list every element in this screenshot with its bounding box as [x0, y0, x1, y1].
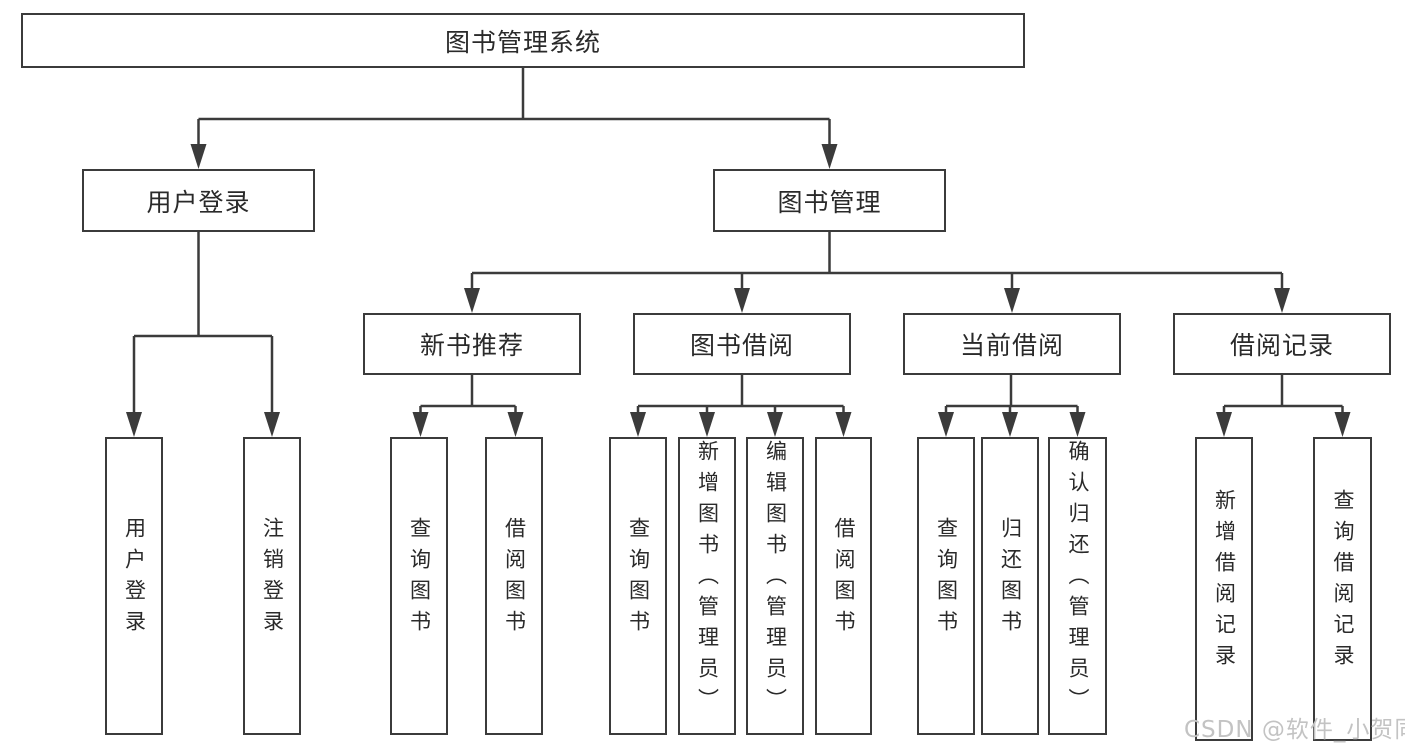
leaf-records-add-record: 新增借阅记录 [1195, 437, 1253, 741]
leaf-records-query-record: 查询借阅记录 [1313, 437, 1372, 741]
leaf-logout: 注销登录 [243, 437, 301, 735]
leaf-user-login: 用户登录 [105, 437, 163, 735]
node-borrow-records: 借阅记录 [1173, 313, 1391, 375]
leaf-borrow-add-books-admin: 新增图书（管理员） [678, 437, 736, 735]
leaf-recommend-query-books: 查询图书 [390, 437, 448, 735]
node-book-borrow: 图书借阅 [633, 313, 851, 375]
node-new-book-recommend: 新书推荐 [363, 313, 581, 375]
node-root-library-system: 图书管理系统 [21, 13, 1025, 68]
leaf-current-confirm-return-admin: 确认归还（管理员） [1048, 437, 1107, 735]
leaf-borrow-edit-books-admin: 编辑图书（管理员） [746, 437, 804, 735]
node-current-borrow: 当前借阅 [903, 313, 1121, 375]
node-book-management: 图书管理 [713, 169, 946, 232]
watermark: CSDN @软件_小贺同学 [1184, 717, 1405, 743]
leaf-current-query-books: 查询图书 [917, 437, 975, 735]
leaf-borrow-query-books: 查询图书 [609, 437, 667, 735]
leaf-recommend-borrow-books: 借阅图书 [485, 437, 543, 735]
leaf-current-return-books: 归还图书 [981, 437, 1039, 735]
leaf-borrow-borrow-books: 借阅图书 [815, 437, 872, 735]
node-user-login: 用户登录 [82, 169, 315, 232]
